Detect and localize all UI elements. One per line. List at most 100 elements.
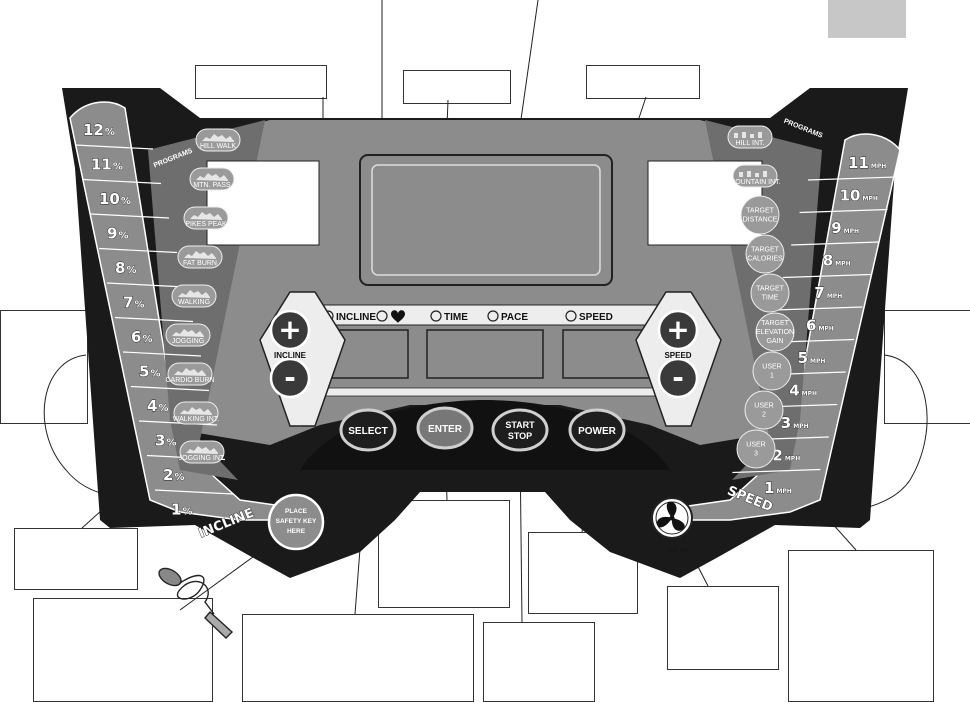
program-right-label: USER (754, 403, 773, 410)
incline-divider (74, 144, 154, 150)
programs-right-list: HILL INT.MOUNTAIN INT.TARGETDISTANCETARG… (727, 125, 795, 469)
program-right-label: ELEVATION (756, 329, 794, 336)
select-label: SELECT (348, 426, 387, 437)
incline-control: + INCLINE - (259, 291, 346, 427)
program-profile-icon (174, 368, 206, 376)
program-left-label: MTN. PASS (193, 182, 231, 189)
callout-left-scale (0, 310, 88, 424)
stop-label: STOP (508, 431, 532, 441)
fan-button[interactable]: LO HI (651, 497, 693, 554)
callout-top-time (403, 70, 511, 104)
incline-divider (114, 316, 194, 323)
incline-divider (106, 282, 186, 288)
incline-minus-button[interactable] (269, 357, 311, 399)
program-profile-icon (196, 173, 228, 181)
program-right-label: TARGET (761, 320, 790, 327)
program-profile-icon (734, 132, 762, 138)
program-left-6[interactable]: JOGGING (165, 323, 211, 347)
incline-divider (90, 213, 170, 219)
program-right-6[interactable]: TARGET ELEVATION GAIN (755, 312, 795, 352)
power-button[interactable]: POWER (568, 408, 626, 452)
program-left-7[interactable]: CARDIO BURN (165, 362, 215, 386)
program-profile-icon (739, 171, 767, 177)
program-profile-icon (172, 329, 204, 337)
program-left-3[interactable]: PIKES PEAK (183, 206, 229, 230)
program-left-label: WALKING (178, 299, 210, 306)
speed-divider (732, 468, 821, 474)
program-profile-icon (202, 134, 234, 142)
incline-plus-icon: + (278, 313, 301, 346)
start-stop-button[interactable]: START STOP (491, 408, 549, 452)
incline-divider (154, 489, 234, 495)
speed-rail (673, 133, 901, 521)
incline-divider (98, 247, 178, 254)
program-left-8[interactable]: WALKING INT. (173, 401, 219, 425)
program-right-2[interactable]: MOUNTAIN INT. (729, 164, 781, 188)
lower-bar (293, 387, 678, 397)
start-label: START (505, 420, 535, 430)
speed-divider (774, 306, 863, 311)
program-left-4[interactable]: FAT BURN (177, 245, 223, 269)
program-right-label: 3 (754, 451, 758, 458)
program-right-label: 1 (770, 373, 774, 380)
program-right-1[interactable]: HILL INT. (727, 125, 773, 149)
program-left-2[interactable]: MTN. PASS (189, 167, 235, 191)
program-left-1[interactable]: HILL WALK (195, 128, 241, 152)
speed-divider (799, 208, 888, 214)
callout-top-incline (195, 65, 327, 99)
speed-divider (791, 241, 880, 246)
program-left-9[interactable]: JOGGING INT. (179, 440, 226, 464)
corner-tab (828, 0, 906, 38)
incline-divider (82, 178, 162, 185)
speed-plus-icon: + (666, 313, 689, 346)
program-left-label: HILL WALK (200, 143, 236, 150)
program-right-label: CALORIES (747, 256, 783, 263)
heart-icon (391, 310, 405, 323)
program-left-label: CARDIO BURN (165, 377, 214, 384)
program-left-label: JOGGING (172, 338, 204, 345)
callout-start-stop (483, 622, 595, 702)
callout-select (242, 614, 474, 702)
programs-left-list: HILL WALK MTN. PASS PIKES PEAK FAT BURN WALK… (165, 128, 241, 464)
enter-button[interactable]: ENTER (416, 406, 474, 450)
power-label: POWER (578, 426, 617, 437)
callout-safety-key (33, 598, 213, 702)
program-left-5[interactable]: WALKING (171, 284, 217, 308)
svg-text:SAFETY KEY: SAFETY KEY (276, 518, 317, 525)
program-right-label: GAIN (766, 338, 783, 345)
indicator-incline: INCLINE (336, 312, 376, 323)
program-left-label: PIKES PEAK (185, 221, 227, 228)
speed-plus-button[interactable] (657, 309, 699, 351)
callout-enter (378, 500, 510, 608)
fan-icon (656, 501, 685, 531)
callout-top-speed (586, 65, 700, 99)
program-profile-icon (186, 446, 218, 454)
program-left-label: FAT BURN (183, 260, 217, 267)
speed-control-label: SPEED (664, 351, 691, 360)
callout-fan (667, 586, 779, 670)
speed-minus-button[interactable] (657, 357, 699, 399)
program-profile-icon (190, 212, 222, 220)
fan-hi: HI (681, 548, 687, 554)
speed-minus-icon: - (672, 361, 684, 394)
program-right-label: TIME (762, 295, 779, 302)
incline-rail (69, 101, 297, 521)
select-button[interactable]: SELECT (339, 408, 397, 452)
safety-key-slot[interactable]: PLACE SAFETY KEY HERE (267, 493, 325, 551)
callout-incline-buttons (14, 528, 138, 590)
callout-speed-buttons (788, 550, 934, 702)
incline-plus-button[interactable] (269, 309, 311, 351)
enter-label: ENTER (428, 424, 463, 435)
program-profile-icon (184, 251, 216, 259)
indicator-time: TIME (444, 312, 468, 323)
svg-text:PLACE: PLACE (285, 508, 308, 515)
program-right-label: TARGET (746, 208, 775, 215)
